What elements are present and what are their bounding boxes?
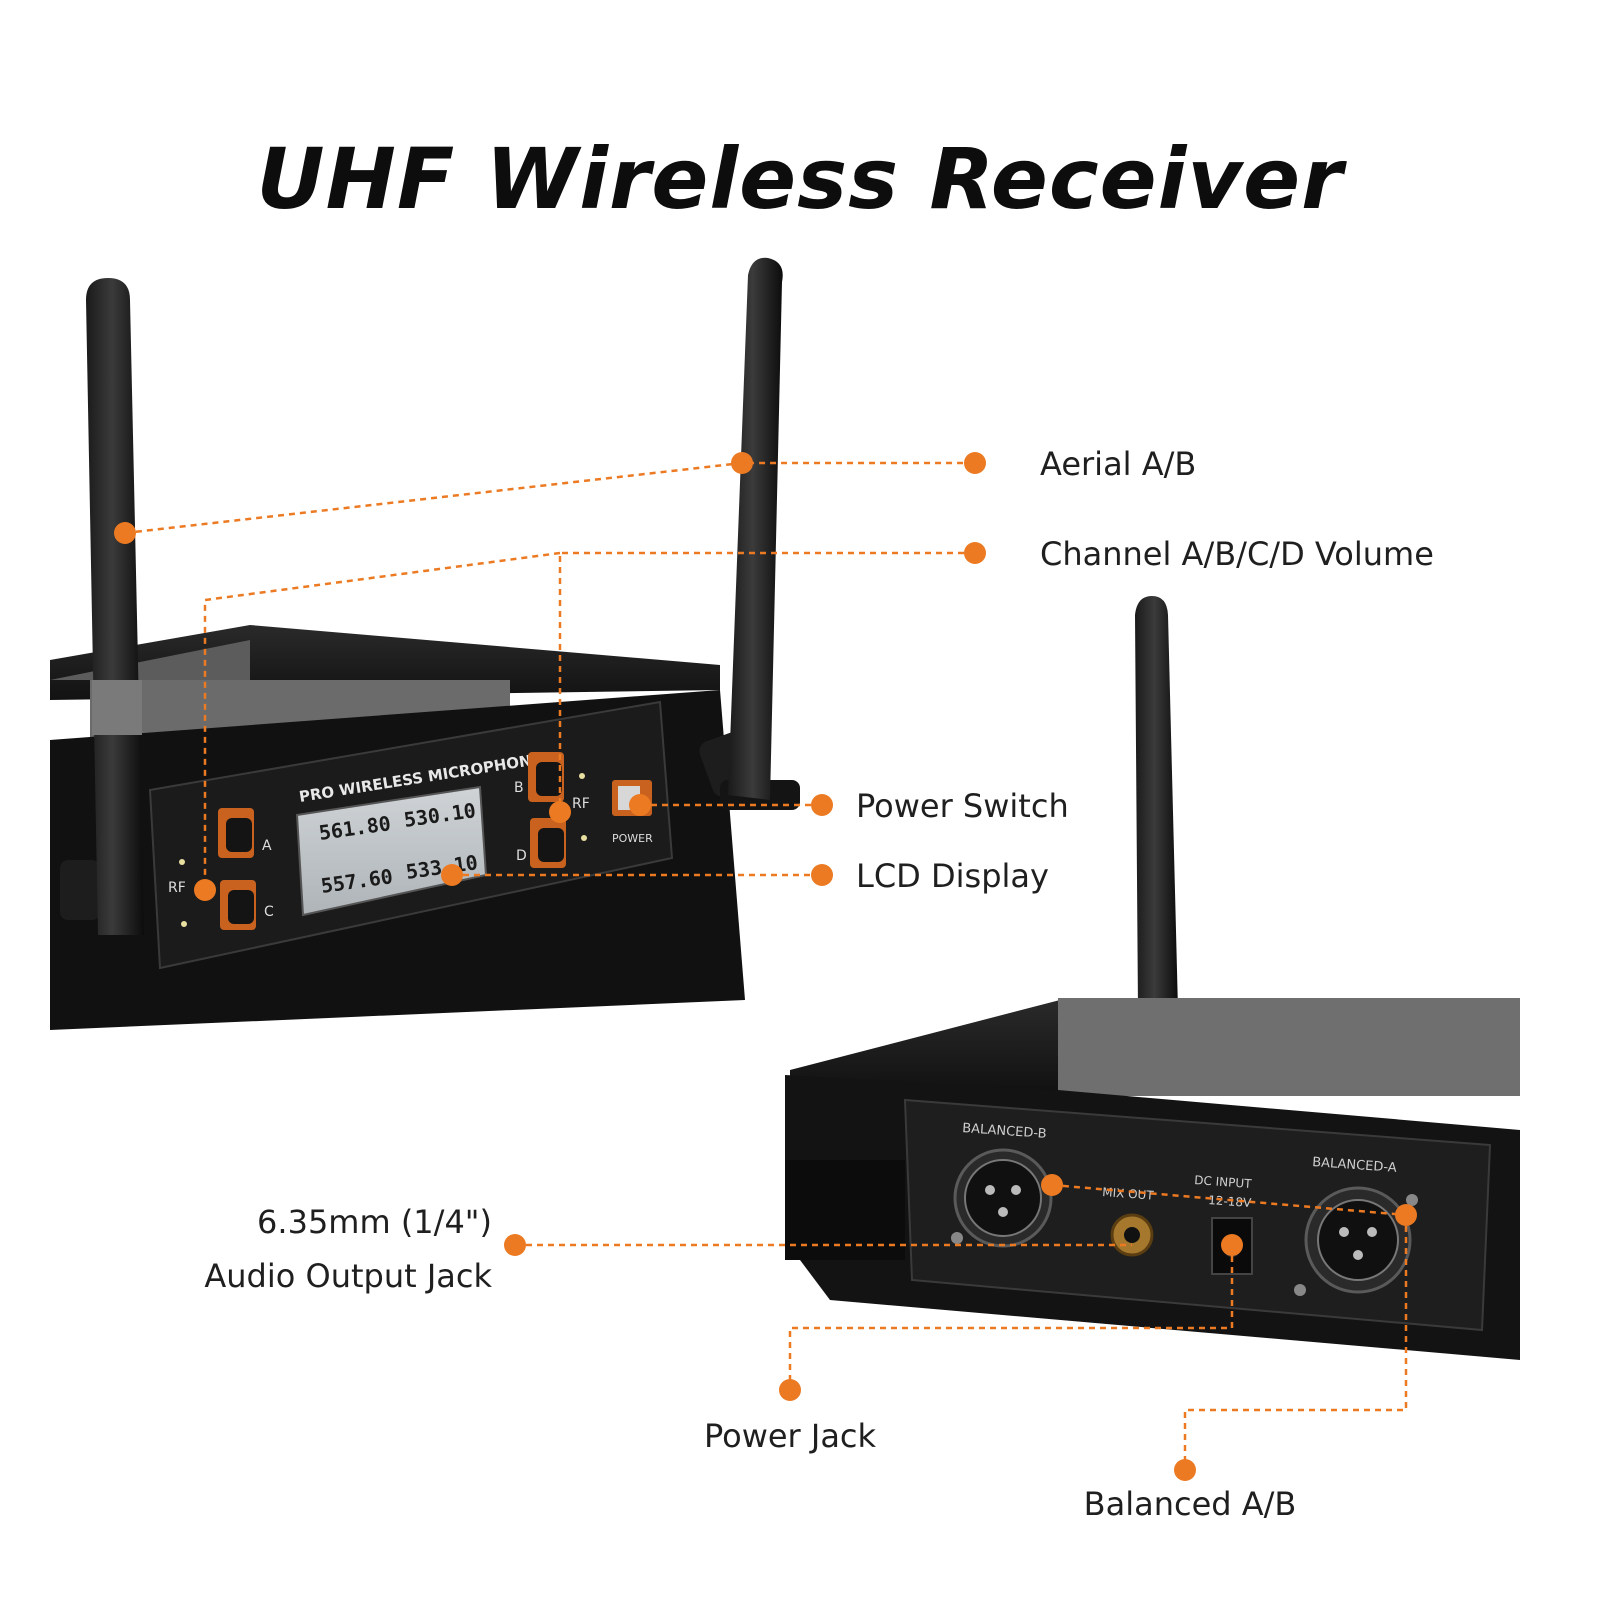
callout-line-power-jack (788, 1245, 1234, 1390)
label-channel-volume: Channel A/B/C/D Volume (1040, 535, 1434, 573)
callout-dot (1041, 1174, 1063, 1196)
callout-line-balanced (1183, 1215, 1408, 1470)
callout-dot (1395, 1204, 1417, 1226)
callout-dot (549, 801, 571, 823)
rf-led (179, 859, 185, 865)
channel-letter-b: B (514, 780, 524, 796)
callout-dot (811, 794, 833, 816)
channel-letter-c: C (264, 904, 274, 920)
xlr-jack-a[interactable] (1294, 1186, 1418, 1296)
dc-voltage-text: 12-18V (1208, 1193, 1253, 1210)
antenna-rear (1135, 596, 1178, 1010)
label-balanced: Balanced A/B (1083, 1485, 1297, 1523)
power-label: POWER (612, 832, 653, 845)
rear-receiver: BALANCED-B BALANCED-A MIX OUT DC INPUT 1… (785, 596, 1520, 1360)
callout-dot (629, 794, 651, 816)
callout-dots (114, 452, 1417, 1481)
label-power-switch: Power Switch (856, 787, 1069, 825)
antenna-left (86, 278, 144, 935)
callout-dot (1174, 1459, 1196, 1481)
callout-line-channel-left (203, 551, 561, 880)
callout-line-balanced-top (1051, 1183, 1407, 1217)
label-power-jack: Power Jack (703, 1417, 877, 1455)
label-lcd-display: LCD Display (856, 857, 1049, 895)
label-aerial: Aerial A/B (1040, 445, 1197, 483)
audio-output-jack[interactable] (1110, 1213, 1154, 1257)
knob-b[interactable] (528, 752, 564, 802)
rf-label-left: RF (168, 880, 186, 896)
callout-line-aerial (124, 461, 975, 535)
mix-out-text: MIX OUT (1102, 1185, 1155, 1203)
page-title: UHF Wireless Receiver (256, 130, 1344, 228)
channel-letter-a: A (262, 838, 272, 854)
rf-led (181, 921, 187, 927)
channel-letter-d: D (516, 848, 527, 864)
knob-a[interactable] (218, 808, 254, 858)
balanced-a-text: BALANCED-A (1312, 1155, 1398, 1176)
callout-dot (441, 864, 463, 886)
callout-dot (811, 864, 833, 886)
antenna-connector-left (60, 860, 100, 920)
callout-dot (964, 542, 986, 564)
callout-dot (504, 1234, 526, 1256)
callout-dot (114, 522, 136, 544)
rf-label-right: RF (572, 796, 590, 812)
front-receiver: PRO WIRELESS MICROPHONE 561.80 530.10 55… (50, 625, 800, 1030)
callout-dot (1221, 1234, 1243, 1256)
rear-label-block (1058, 998, 1520, 1096)
callout-dot (731, 452, 753, 474)
balanced-b-text: BALANCED-B (962, 1121, 1047, 1142)
rf-led (579, 773, 585, 779)
antenna-right (728, 257, 783, 800)
knob-d[interactable] (530, 818, 566, 868)
label-audio-jack-line2: Audio Output Jack (204, 1257, 492, 1295)
rear-side-shadow (785, 1160, 905, 1260)
callout-line-channel-right (558, 551, 975, 812)
dc-input-text: DC INPUT (1194, 1173, 1253, 1191)
knob-c[interactable] (220, 880, 256, 930)
label-audio-jack-line1: 6.35mm (1/4") (257, 1203, 492, 1241)
callout-dot (779, 1379, 801, 1401)
xlr-jack-b[interactable] (951, 1148, 1053, 1248)
rf-led (581, 835, 587, 841)
callout-dot (194, 879, 216, 901)
callout-dot (964, 452, 986, 474)
